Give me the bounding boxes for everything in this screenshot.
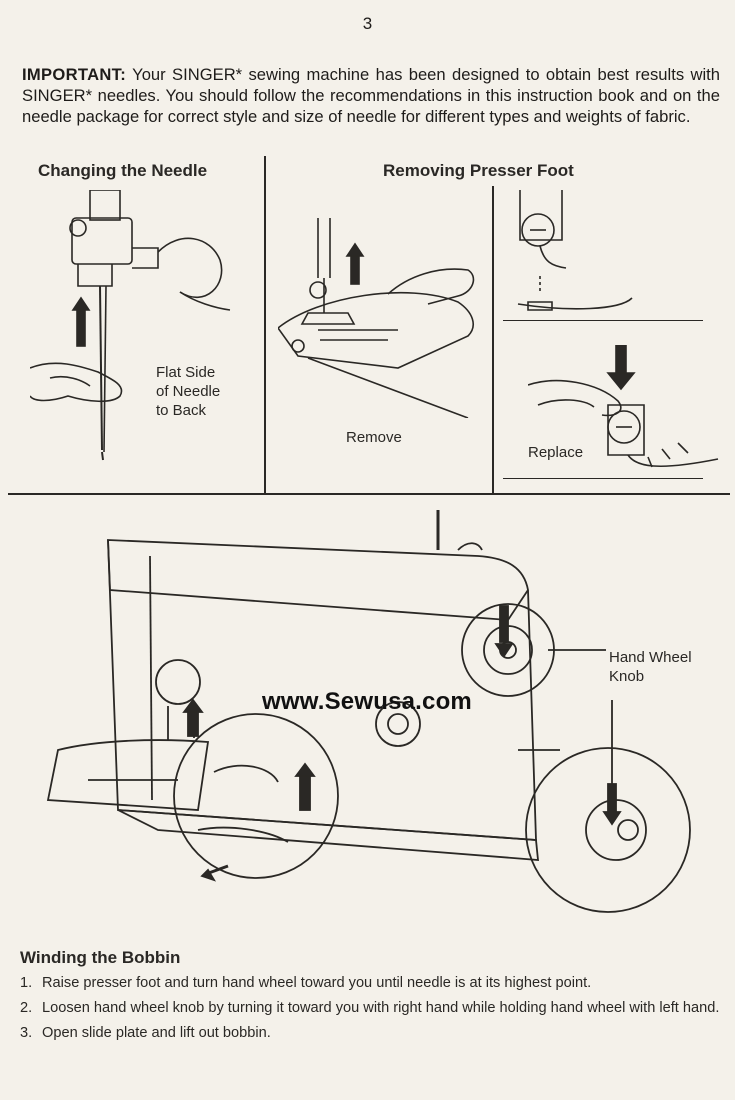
- step-number: 3.: [20, 1025, 33, 1041]
- winding-steps-list: 1. Raise presser foot and turn hand wheel…: [20, 974, 722, 1049]
- foot-detail-illustration: [510, 190, 700, 320]
- needle-caption: Flat Side of Needle to Back: [156, 364, 221, 419]
- step-text: Loosen hand wheel knob by turning it tow…: [42, 1000, 720, 1016]
- step-number: 1.: [20, 975, 33, 991]
- needle-change-illustration: [30, 190, 260, 470]
- foot-detail-rule-bottom: [503, 478, 703, 480]
- replace-caption: Replace: [528, 444, 584, 461]
- watermark-text: www.Sewusa.com: [262, 688, 472, 715]
- list-item: 2. Loosen hand wheel knob by turning it t…: [20, 999, 722, 1018]
- list-item: 3. Open slide plate and lift out bobbin.: [20, 1024, 722, 1043]
- removing-foot-title: Removing Presser Foot: [383, 161, 574, 180]
- remove-caption: Remove: [346, 429, 402, 446]
- page-number: 3: [362, 14, 373, 33]
- sewing-machine-illustration: [38, 510, 728, 920]
- intro-paragraph: IMPORTANT: Your SINGER* sewing machine h…: [22, 64, 720, 127]
- hand-wheel-label: Hand Wheel Knob: [609, 649, 692, 685]
- intro-lead: IMPORTANT:: [22, 65, 127, 84]
- intro-text: Your SINGER* sewing machine has been des…: [22, 65, 720, 126]
- step-number: 2.: [20, 1000, 33, 1016]
- step-text: Raise presser foot and turn hand wheel t…: [42, 975, 592, 991]
- column-divider-left: [264, 156, 266, 494]
- changing-needle-title: Changing the Needle: [38, 161, 208, 180]
- column-divider-right: [492, 186, 494, 494]
- remove-foot-illustration: [278, 218, 486, 418]
- list-item: 1. Raise presser foot and turn hand wheel…: [20, 974, 722, 993]
- replace-foot-illustration: [528, 345, 728, 480]
- panel-bottom-rule: [8, 493, 730, 495]
- foot-detail-rule: [503, 320, 703, 322]
- step-text: Open slide plate and lift out bobbin.: [42, 1025, 271, 1041]
- winding-bobbin-title: Winding the Bobbin: [20, 948, 181, 967]
